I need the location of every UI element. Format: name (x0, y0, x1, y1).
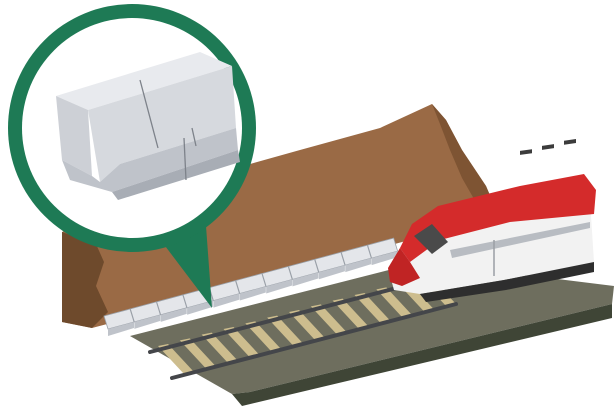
train-window-2 (542, 144, 554, 150)
callout-magnifier (8, 4, 256, 252)
train-window-1 (520, 149, 532, 155)
train-side-windows (520, 139, 576, 155)
train-window-3 (564, 139, 576, 145)
